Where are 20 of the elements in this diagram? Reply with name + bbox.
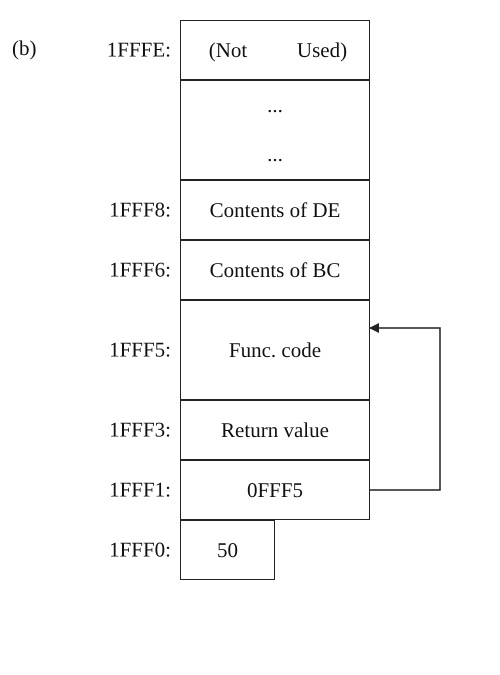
cell-text: ... <box>267 93 283 118</box>
cell-text: (Not <box>208 38 248 62</box>
address-label: 1FFF6: <box>109 258 171 282</box>
cell-text: Return value <box>221 418 329 442</box>
address-label: 1FFF8: <box>109 198 171 222</box>
address-label: 1FFF3: <box>109 418 171 442</box>
cell-text: Used) <box>296 38 348 62</box>
figure-label: (b) <box>12 36 36 61</box>
cell-text: ... <box>267 142 283 167</box>
address-label: 1FFFE: <box>106 38 171 62</box>
address-label: 1FFF5: <box>109 338 171 362</box>
arrow <box>369 323 441 491</box>
address-label: 1FFF0: <box>109 538 171 562</box>
cell-text: 50 <box>217 538 238 562</box>
cell-text: 0FFF5 <box>246 478 304 502</box>
cell-text: Contents of BC <box>210 258 340 282</box>
cell-text: Func. code <box>228 338 322 362</box>
address-label: 1FFF1: <box>109 478 171 502</box>
cell-text: Contents of DE <box>210 198 340 222</box>
memory-cell <box>180 80 370 180</box>
